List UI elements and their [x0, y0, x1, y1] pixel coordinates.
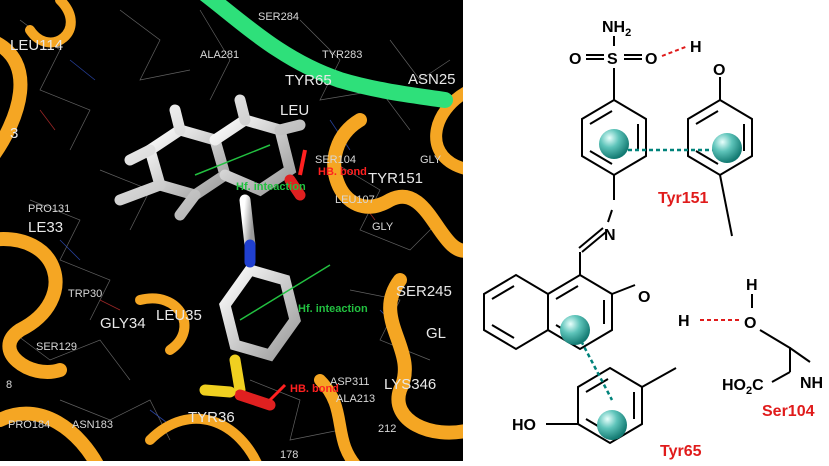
hf-line-2: [239, 264, 331, 321]
residue-label: 178: [280, 449, 298, 461]
residue-label: TYR36: [188, 409, 235, 426]
atom-ho: HO: [512, 417, 536, 434]
atom-o: O: [744, 315, 756, 332]
residue-label: LE33: [28, 219, 63, 236]
hb-bond-label: HB. bond: [290, 383, 339, 395]
hf-line-1: [194, 144, 271, 176]
docking-3d-view: LEU114 ALA281 SER284 TYR283 TYR65 ASN25 …: [0, 0, 463, 461]
residue-label: GLY: [420, 154, 442, 166]
residue-label: GLY34: [100, 315, 146, 332]
helix-ribbon: [199, 0, 453, 108]
residue-label: SER284: [258, 11, 299, 23]
atom-h: H: [678, 313, 690, 330]
scheme-canvas: NH2 S O O H O N O H H O HO2C NH HO Tyr15…: [483, 19, 823, 460]
residue-label: LEU35: [156, 307, 202, 324]
atom-s: S: [607, 51, 618, 68]
residue-label: TYR151: [368, 170, 423, 187]
residue-label: SER129: [36, 341, 77, 353]
residue-label-ser104: Ser104: [762, 403, 815, 420]
atom-o: O: [569, 51, 581, 68]
residue-label: TYR283: [322, 49, 362, 61]
residue-label: ALA281: [200, 49, 239, 61]
residue-label: ASN183: [72, 419, 113, 431]
residue-label: SER245: [396, 283, 452, 300]
hf-interaction-label: Hf. inteaction: [236, 181, 306, 193]
residue-label: ASP311: [330, 376, 370, 388]
residue-label: GLY: [372, 221, 394, 233]
residue-label: 212: [378, 423, 396, 435]
interaction-scheme: NH2 S O O H O N O H H O HO2C NH HO Tyr15…: [463, 0, 829, 461]
ligand-sticks: [114, 94, 306, 362]
residue-label: LYS346: [384, 376, 436, 393]
residue-label: GL: [426, 325, 446, 342]
hb-bond-line-1: [298, 149, 307, 176]
residue-label: SER104: [315, 154, 356, 166]
hb-bond-line-2: [268, 383, 287, 402]
residue-label: ASN25: [408, 71, 456, 88]
atom-o: O: [638, 289, 650, 306]
atom-nh: NH: [800, 375, 823, 392]
pi-centroid-sphere: [560, 315, 590, 345]
residue-label-tyr151: Tyr151: [658, 190, 709, 207]
ligand-heteroatoms: [199, 174, 306, 411]
docking-canvas: LEU114 ALA281 SER284 TYR283 TYR65 ASN25 …: [0, 0, 463, 461]
residue-label: LEU107: [335, 194, 375, 206]
atom-h: H: [746, 277, 758, 294]
pi-centroid-sphere: [599, 129, 629, 159]
residue-label-tyr65: Tyr65: [660, 443, 702, 460]
atom-o: O: [713, 62, 725, 79]
pi-centroid-sphere: [597, 410, 627, 440]
residue-label: PRO131: [28, 203, 70, 215]
residue-label: LEU114: [10, 37, 63, 54]
hf-interaction-label: Hf. inteaction: [298, 303, 368, 315]
atom-h: H: [690, 39, 702, 56]
atom-nh2: NH2: [602, 19, 631, 39]
residue-labels: LEU114 ALA281 SER284 TYR283 TYR65 ASN25 …: [6, 11, 456, 461]
hb-bond-label: HB. bond: [318, 166, 367, 178]
pi-centroid-sphere: [712, 133, 742, 163]
residue-label: PRO184: [8, 419, 50, 431]
wireframe-residues: [9, 9, 451, 441]
residue-label: ALA213: [336, 393, 375, 405]
atom-ho2c: HO2C: [722, 377, 764, 397]
residue-label: LEU: [280, 102, 309, 119]
residue-label: 3: [10, 125, 18, 142]
residue-label: 8: [6, 379, 12, 391]
residue-label: TRP30: [68, 288, 102, 300]
atom-n: N: [604, 227, 616, 244]
pi-stack-line-tyr65: [576, 334, 614, 401]
residue-label: TYR65: [285, 72, 332, 89]
molecule-bonds: [483, 36, 811, 445]
hbond-line-sulfonyl: [661, 45, 689, 57]
atom-o: O: [645, 51, 657, 68]
protein-ribbons: [0, 0, 463, 461]
